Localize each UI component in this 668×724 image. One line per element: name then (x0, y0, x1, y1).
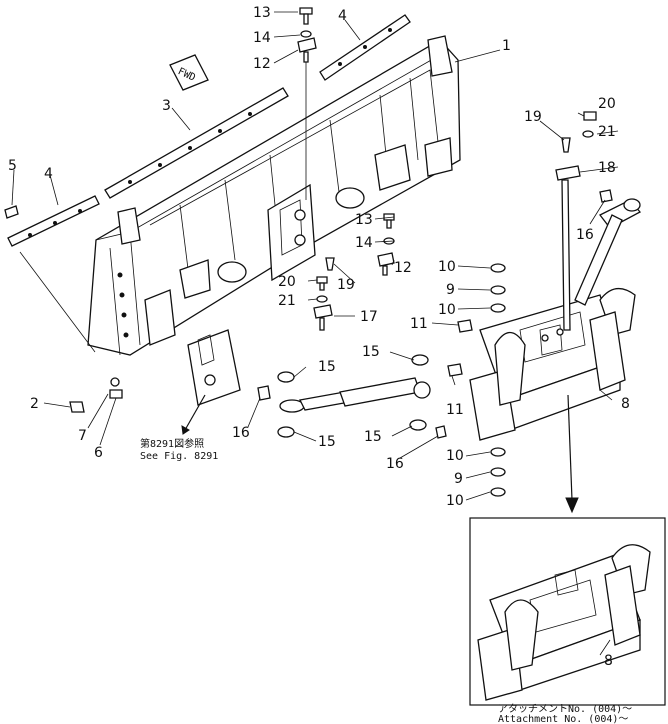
callout-8-main: 8 (621, 396, 630, 412)
callout-8-inset: 8 (604, 653, 613, 669)
callout-13-mid: 13 (355, 212, 373, 228)
hardware-lower-left (4, 205, 123, 413)
callout-4-left: 4 (44, 166, 53, 182)
callout-14-top: 14 (253, 30, 271, 46)
callout-5: 5 (8, 158, 17, 174)
reference-notes: 第8291図参照 See Fig. 8291 アタッチメントNo. (004)～… (140, 437, 632, 724)
callout-16-left: 16 (232, 425, 250, 441)
inset-detail (469, 517, 666, 706)
blade (87, 35, 461, 356)
callout-10-a: 10 (438, 259, 456, 275)
callout-17: 17 (360, 309, 378, 325)
callout-15-d: 15 (318, 434, 336, 450)
callout-11-a: 11 (410, 316, 428, 332)
callout-15-a: 15 (362, 344, 380, 360)
leader-lines (11, 11, 619, 656)
callout-10-b: 10 (438, 302, 456, 318)
callout-6: 6 (94, 445, 103, 461)
callout-2: 2 (30, 396, 39, 412)
callout-18: 18 (598, 160, 616, 176)
callout-15-b: 15 (318, 359, 336, 375)
callout-13-top: 13 (253, 5, 271, 21)
brace-cylinder (257, 354, 447, 439)
pivot-pin (555, 111, 642, 331)
brace-bracket (181, 329, 241, 435)
callout-9-a: 9 (446, 282, 455, 298)
attachment-en: Attachment No. (004)～ (498, 714, 628, 724)
callout-10-d: 10 (446, 493, 464, 509)
callout-4-top: 4 (338, 8, 347, 24)
callout-20-mid: 20 (278, 274, 296, 290)
callout-15-c: 15 (364, 429, 382, 445)
callout-7: 7 (78, 428, 87, 444)
callout-1: 1 (502, 38, 511, 54)
callout-19-mid: 19 (337, 277, 355, 293)
callout-19-right: 19 (524, 109, 542, 125)
callout-21-right: 21 (598, 124, 616, 140)
hardware-top (297, 7, 317, 200)
callout-numbers: 13 14 12 4 1 3 4 5 2 7 6 13 14 12 19 20 … (8, 5, 630, 669)
callout-12-top: 12 (253, 56, 271, 72)
see-fig-en: See Fig. 8291 (140, 451, 218, 462)
callout-3: 3 (162, 98, 171, 114)
frame-assembly (447, 263, 636, 514)
hardware-mid (313, 213, 395, 331)
see-fig-jp: 第8291図参照 (140, 437, 204, 450)
callout-9-b: 9 (454, 471, 463, 487)
callout-12-mid: 12 (394, 260, 412, 276)
callout-21-mid: 21 (278, 293, 296, 309)
cutting-edges (7, 14, 411, 247)
callout-16-right: 16 (576, 227, 594, 243)
fwd-tag: FWD (169, 54, 209, 91)
attachment-jp: アタッチメントNo. (004)～ (498, 703, 632, 715)
callout-14-mid: 14 (355, 235, 373, 251)
callout-11-b: 11 (446, 402, 464, 418)
callout-16-mid: 16 (386, 456, 404, 472)
callout-20-right: 20 (598, 96, 616, 112)
callout-10-c: 10 (446, 448, 464, 464)
